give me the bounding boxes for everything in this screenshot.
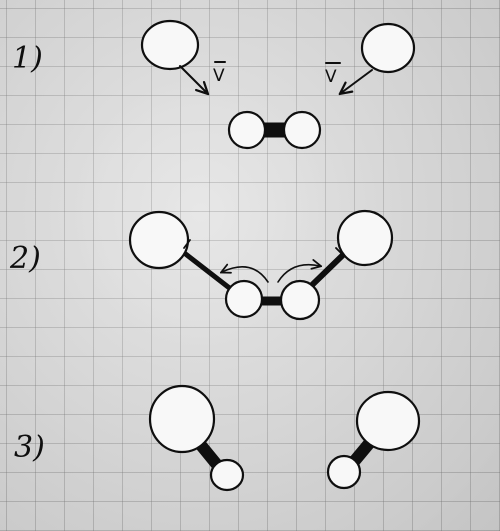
velocity-arrow-left: [179, 65, 207, 93]
incoming-atom-left: [140, 19, 200, 71]
molecule-atom-left: [227, 110, 267, 150]
velocity-symbol-left: V: [213, 66, 225, 86]
atom-far-left: [128, 210, 190, 270]
step-1: 1) V V: [12, 19, 416, 150]
atom-inner-right: [279, 279, 321, 321]
step-2: 2): [9, 209, 394, 321]
step-2-label: 2): [9, 241, 41, 276]
velocity-symbol-right: V: [325, 67, 337, 87]
step-3-label: 3): [14, 430, 45, 465]
velocity-label-right: V: [325, 62, 341, 87]
hook-left: [183, 239, 191, 249]
hook-right: [335, 247, 343, 255]
target-molecule: [227, 110, 322, 150]
rotation-arrow-left: [222, 267, 269, 283]
incoming-atom-right: [360, 22, 416, 74]
product-molecule-right: [326, 390, 421, 490]
product-atom-small-left: [209, 458, 245, 492]
product-atom-large-right: [355, 390, 421, 452]
step-1-label: 1): [12, 41, 43, 76]
product-molecule-left: [148, 384, 245, 492]
product-atom-small-right: [326, 454, 362, 490]
product-atom-large-left: [148, 384, 216, 454]
molecule-atom-right: [282, 110, 322, 150]
bond-left-outer: [180, 249, 235, 293]
bond-right-outer: [308, 251, 347, 289]
atom-inner-left: [224, 279, 264, 319]
velocity-label-left: V: [213, 61, 226, 86]
step-3: 3): [14, 384, 421, 492]
atom-far-right: [336, 209, 394, 267]
rotation-arrow-right: [277, 265, 320, 283]
velocity-arrow-right: [341, 69, 373, 93]
product-bond-left: [194, 438, 224, 472]
